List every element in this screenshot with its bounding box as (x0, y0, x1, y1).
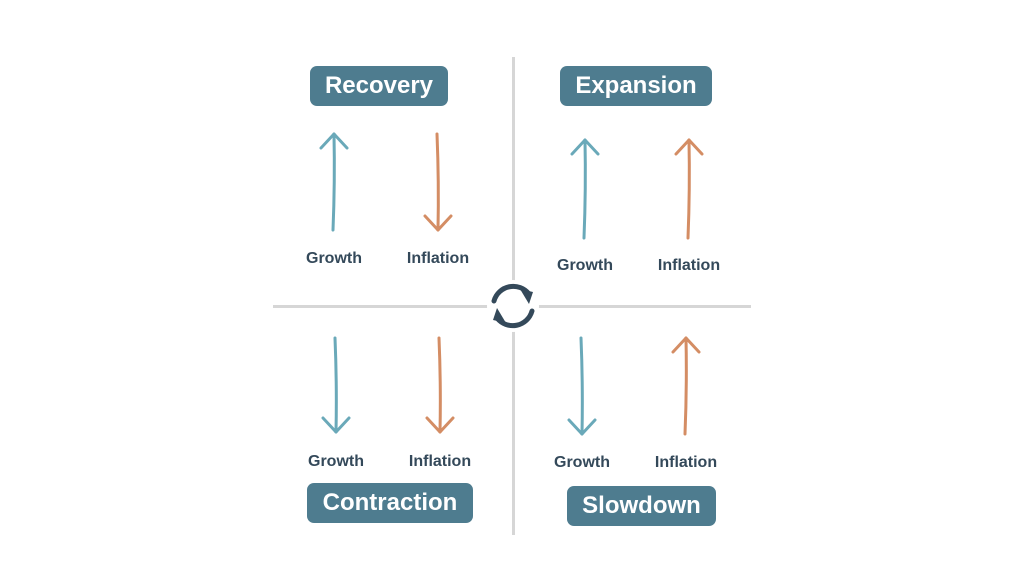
contraction-title: Contraction (307, 483, 473, 523)
recovery-growth-label: Growth (306, 250, 362, 267)
expansion-inflation-arrow-icon (674, 138, 704, 240)
slowdown-growth-arrow-icon (567, 336, 597, 436)
recovery-growth-arrow-icon (319, 132, 349, 232)
recovery-title: Recovery (310, 66, 448, 106)
recovery-inflation-label: Inflation (406, 250, 470, 267)
slowdown-inflation-label: Inflation (654, 454, 718, 471)
slowdown-title: Slowdown (567, 486, 716, 526)
expansion-inflation-label: Inflation (657, 257, 721, 274)
expansion-growth-label: Growth (557, 257, 613, 274)
recovery-inflation-arrow-icon (423, 132, 453, 232)
contraction-inflation-label: Inflation (408, 453, 472, 470)
contraction-growth-arrow-icon (321, 336, 351, 434)
contraction-inflation-arrow-icon (425, 336, 455, 434)
slowdown-growth-label: Growth (554, 454, 610, 471)
expansion-growth-arrow-icon (570, 138, 600, 240)
slowdown-inflation-arrow-icon (671, 336, 701, 436)
contraction-growth-label: Growth (308, 453, 364, 470)
cycle-arrows-icon[interactable] (487, 280, 539, 332)
expansion-title: Expansion (560, 66, 712, 106)
